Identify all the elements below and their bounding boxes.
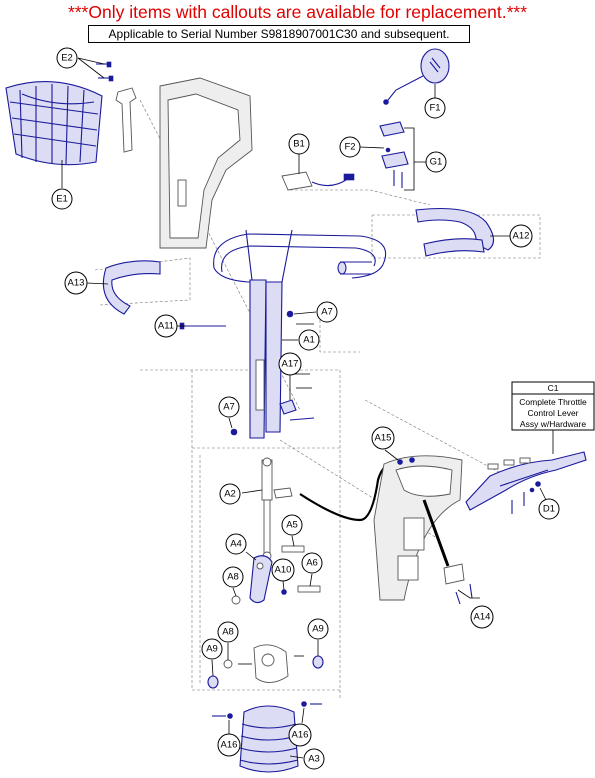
callout-a7-mid: A7: [218, 396, 240, 418]
svg-text:D1: D1: [543, 504, 555, 515]
serial-number-note: Applicable to Serial Number S9818907001C…: [88, 25, 470, 43]
callout-a7-top: A7: [316, 301, 338, 323]
throttle-hardware-part: [529, 481, 541, 493]
lever-hardware: [223, 585, 321, 669]
rear-console-part: [373, 455, 463, 601]
callout-a2: A2: [219, 483, 241, 505]
c1-box-line-2: Control Lever: [527, 408, 578, 418]
clip-part: [279, 399, 315, 421]
svg-text:A1: A1: [303, 335, 315, 346]
mirror-part: [383, 48, 450, 105]
svg-text:A16: A16: [292, 730, 309, 741]
callout-a16-right: A16: [288, 723, 312, 747]
svg-text:A17: A17: [282, 359, 299, 370]
callout-a8-top: A8: [222, 566, 244, 588]
callout-a10: A10: [271, 558, 295, 582]
svg-text:A16: A16: [221, 740, 238, 751]
svg-text:A13: A13: [68, 278, 85, 289]
svg-text:A3: A3: [308, 754, 320, 765]
callout-a9-right: A9: [307, 618, 329, 640]
c1-description-box: C1 Complete Throttle Control Lever Assy …: [511, 381, 595, 454]
nut-parts: [230, 310, 294, 436]
callout-a13: A13: [64, 271, 88, 295]
svg-text:F1: F1: [429, 103, 440, 114]
svg-text:B1: B1: [293, 139, 305, 150]
tiller-tube-part: [245, 229, 293, 439]
callout-e2: E2: [56, 47, 78, 69]
svg-text:A4: A4: [230, 539, 242, 550]
callout-a1: A1: [298, 329, 320, 351]
c1-box-line-3: Assy w/Hardware: [520, 419, 586, 429]
svg-text:E1: E1: [56, 194, 68, 205]
svg-text:G1: G1: [430, 157, 443, 168]
svg-text:A15: A15: [375, 433, 392, 444]
callout-a6: A6: [301, 552, 323, 574]
switch-part: [281, 171, 355, 191]
svg-text:A9: A9: [206, 644, 218, 655]
callout-a4: A4: [225, 533, 247, 555]
svg-text:A7: A7: [321, 307, 333, 318]
handlebar-frame-part: [213, 233, 387, 283]
callout-a9-left: A9: [201, 638, 223, 660]
tiller-mount-part: [238, 644, 304, 683]
callout-a8-bottom: A8: [217, 621, 239, 643]
svg-text:E2: E2: [61, 53, 73, 64]
basket-bracket-part: [115, 87, 137, 153]
svg-text:F2: F2: [344, 142, 355, 153]
callout-d1: D1: [538, 498, 560, 520]
svg-text:A14: A14: [474, 612, 491, 623]
right-handlebar-part: [415, 207, 495, 257]
svg-text:A12: A12: [513, 231, 530, 242]
tiller-shroud-part: [159, 77, 253, 249]
throttle-lever-part: [465, 451, 587, 514]
callout-f2: F2: [339, 136, 361, 158]
svg-text:A6: A6: [306, 558, 318, 569]
basket-screws-part: [96, 61, 114, 82]
callout-a5: A5: [281, 514, 303, 536]
c1-box-line-1: Complete Throttle: [519, 397, 587, 407]
svg-text:A10: A10: [275, 565, 292, 576]
callout-a16-left: A16: [217, 733, 241, 757]
callout-f1: F1: [424, 97, 446, 119]
mirror-clamp-part: [379, 121, 409, 188]
callout-e1: E1: [51, 188, 73, 210]
callout-g1: G1: [425, 151, 447, 173]
console-nuts-part: [397, 457, 415, 465]
c1-box-code: C1: [548, 383, 559, 393]
replacement-warning: ***Only items with callouts are availabl…: [67, 2, 528, 22]
svg-text:A7: A7: [223, 402, 235, 413]
svg-text:A9: A9: [312, 624, 324, 635]
gas-spring-part: [261, 457, 293, 561]
svg-text:A8: A8: [222, 627, 234, 638]
basket-part: [5, 81, 103, 166]
callout-a15: A15: [371, 426, 395, 450]
callout-b1: B1: [288, 133, 310, 155]
callout-leaders: [61, 57, 547, 759]
left-handlebar-part: [102, 260, 161, 315]
callout-a3: A3: [303, 748, 325, 770]
lever-part: [249, 555, 273, 604]
callout-a17: A17: [278, 352, 302, 376]
callout-a14: A14: [470, 605, 494, 629]
tiller-bolt-part: [179, 322, 226, 330]
svg-text:A8: A8: [227, 572, 239, 583]
pin-part: [281, 545, 305, 553]
tiller-boot-part: [239, 705, 299, 773]
callout-a11: A11: [154, 314, 178, 338]
svg-text:A5: A5: [286, 520, 298, 531]
console-cable-part: [422, 499, 473, 605]
svg-text:A11: A11: [158, 321, 174, 332]
callout-a12: A12: [509, 224, 533, 248]
boot-screws-part: [212, 701, 322, 719]
svg-text:A2: A2: [224, 489, 236, 500]
